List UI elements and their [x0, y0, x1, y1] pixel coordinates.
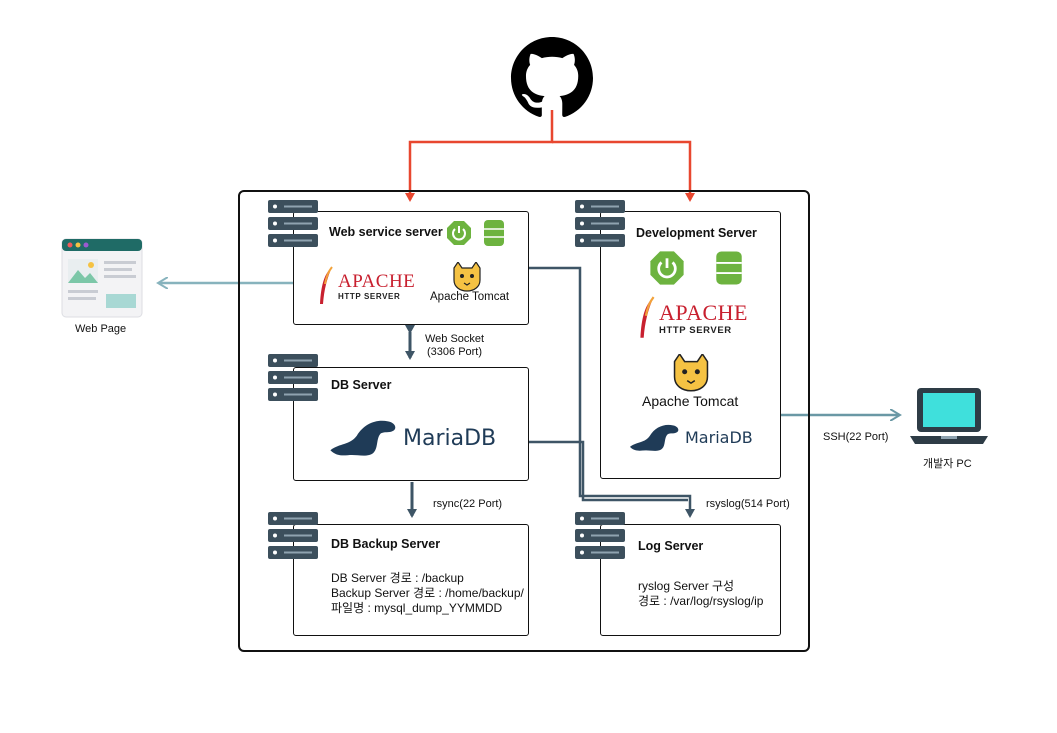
- apache-word: APACHE: [659, 300, 748, 325]
- github-to-web-arrow: [405, 110, 554, 202]
- apache-sub: HTTP SERVER: [659, 325, 732, 336]
- database-icon: [484, 220, 504, 246]
- db-backup-server-box[interactable]: [293, 524, 529, 636]
- web-page-icon: [61, 238, 143, 318]
- web-page-label: Web Page: [75, 323, 127, 335]
- server-rack-icon: [575, 512, 625, 559]
- db-to-log-line: [528, 440, 688, 502]
- mariadb-seal-icon: [330, 420, 396, 456]
- log-server-box[interactable]: [600, 524, 781, 636]
- backup-detail-line: Backup Server 경로 : /home/backup/: [331, 586, 524, 600]
- apache-logo: APACHE HTTP SERVER: [659, 300, 748, 341]
- development-server-box[interactable]: [600, 211, 781, 479]
- spring-boot-icon: [650, 251, 684, 285]
- server-rack-icon: [268, 200, 318, 247]
- development-server-title: Development Server: [636, 226, 757, 240]
- spring-boot-icon: [447, 221, 471, 245]
- apache-feather-icon: [320, 266, 333, 304]
- mariadb-label: MariaDB: [403, 426, 497, 451]
- infrastructure-container: [238, 190, 810, 652]
- rsync-label: rsync(22 Port): [433, 498, 503, 510]
- apache-feather-icon: [640, 296, 655, 338]
- database-icon: [716, 251, 742, 285]
- tomcat-label: Apache Tomcat: [430, 291, 510, 303]
- log-detail-line: 경로 : /var/log/rsyslog/ip: [638, 594, 764, 608]
- server-rack-icon: [268, 512, 318, 559]
- db-backup-server-title: DB Backup Server: [331, 537, 441, 551]
- backup-detail-line: DB Server 경로 : /backup: [331, 571, 464, 585]
- websocket-label-line2: (3306 Port): [427, 346, 483, 358]
- developer-pc-label: 개발자 PC: [923, 458, 972, 470]
- tomcat-label: Apache Tomcat: [642, 393, 739, 409]
- tomcat-icon: [453, 262, 481, 292]
- apache-sub: HTTP SERVER: [338, 292, 401, 301]
- db-server-box[interactable]: [293, 367, 529, 481]
- github-to-dev-arrow: [552, 140, 695, 202]
- laptop-icon: [910, 388, 988, 444]
- server-rack-icon: [575, 200, 625, 247]
- log-detail-line: ryslog Server 구성: [638, 579, 735, 593]
- rsyslog-label: rsyslog(514 Port): [706, 498, 790, 510]
- github-icon: [511, 37, 593, 117]
- mariadb-label: MariaDB: [685, 428, 753, 447]
- websocket-label: Web Socket (3306 Port): [425, 333, 484, 359]
- mariadb-seal-icon: [629, 424, 679, 451]
- server-rack-icon: [268, 354, 318, 401]
- tomcat-icon: [673, 354, 709, 392]
- web-service-server-title: Web service server: [329, 225, 443, 239]
- apache-word: APACHE: [338, 271, 416, 292]
- db-server-title: DB Server: [331, 378, 392, 392]
- log-server-title: Log Server: [638, 539, 704, 553]
- websocket-label-line1: Web Socket: [425, 333, 485, 345]
- web-to-log-line: [528, 266, 695, 518]
- backup-detail-line: 파일명 : mysql_dump_YYMMDD: [331, 601, 503, 615]
- apache-logo: APACHE HTTP SERVER: [338, 271, 416, 306]
- ssh-label: SSH(22 Port): [823, 431, 889, 443]
